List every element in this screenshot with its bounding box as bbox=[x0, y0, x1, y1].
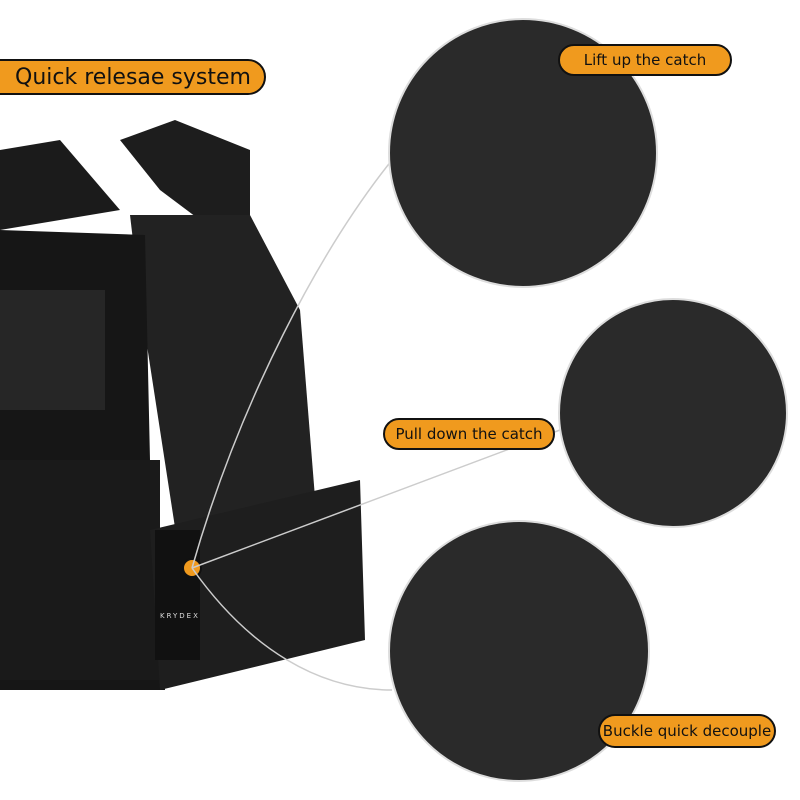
laser-cut-panel bbox=[0, 460, 160, 680]
right-shoulder-strap bbox=[120, 120, 250, 230]
buckle bbox=[155, 530, 200, 660]
detail-pull-catch bbox=[558, 298, 788, 528]
cummerbund bbox=[150, 480, 365, 690]
title-label: Quick relesae system bbox=[0, 59, 266, 95]
velcro-patch bbox=[0, 290, 105, 410]
callout-lift: Lift up the catch bbox=[558, 44, 732, 76]
callout-decouple: Buckle quick decouple bbox=[598, 714, 776, 748]
callout-pull: Pull down the catch bbox=[383, 418, 555, 450]
brand-logo: KRYDEX bbox=[160, 612, 200, 620]
left-shoulder-strap bbox=[0, 140, 120, 230]
back-panel bbox=[130, 215, 320, 560]
